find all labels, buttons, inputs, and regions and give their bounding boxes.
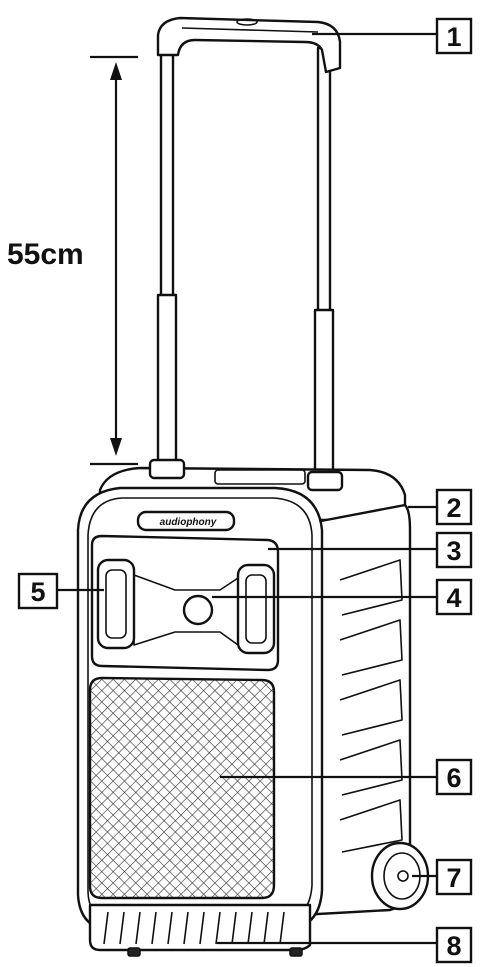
- volume-knob: [182, 594, 214, 626]
- callout-number: 3: [446, 536, 461, 566]
- callout-number: 8: [446, 931, 461, 961]
- callout-number: 2: [446, 493, 461, 523]
- callout-5: 5: [17, 572, 59, 610]
- dimension-label: 55cm: [7, 238, 84, 271]
- callout-7: 7: [435, 858, 473, 896]
- callout-number: 5: [30, 577, 45, 607]
- callout-2: 2: [435, 488, 473, 526]
- callout-number: 7: [446, 863, 461, 893]
- callout-8: 8: [435, 926, 473, 964]
- trolley-handle: [156, 16, 342, 487]
- callout-number: 1: [446, 22, 461, 52]
- callout-4: 4: [435, 578, 473, 616]
- callout-1: 1: [435, 17, 473, 55]
- bottom-vents: [88, 903, 312, 957]
- height-dimension: 55cm: [7, 55, 138, 466]
- callout-6: 6: [435, 758, 473, 796]
- callout-number: 4: [446, 583, 461, 613]
- callout-number: 6: [446, 763, 461, 793]
- side-handle-recess: [96, 558, 136, 650]
- speaker-body: audiophony: [76, 458, 430, 957]
- speaker-grille: [88, 676, 276, 900]
- brand-logo-text: audiophony: [160, 517, 217, 528]
- leader-lines: [58, 32, 437, 945]
- callout-3: 3: [435, 531, 473, 569]
